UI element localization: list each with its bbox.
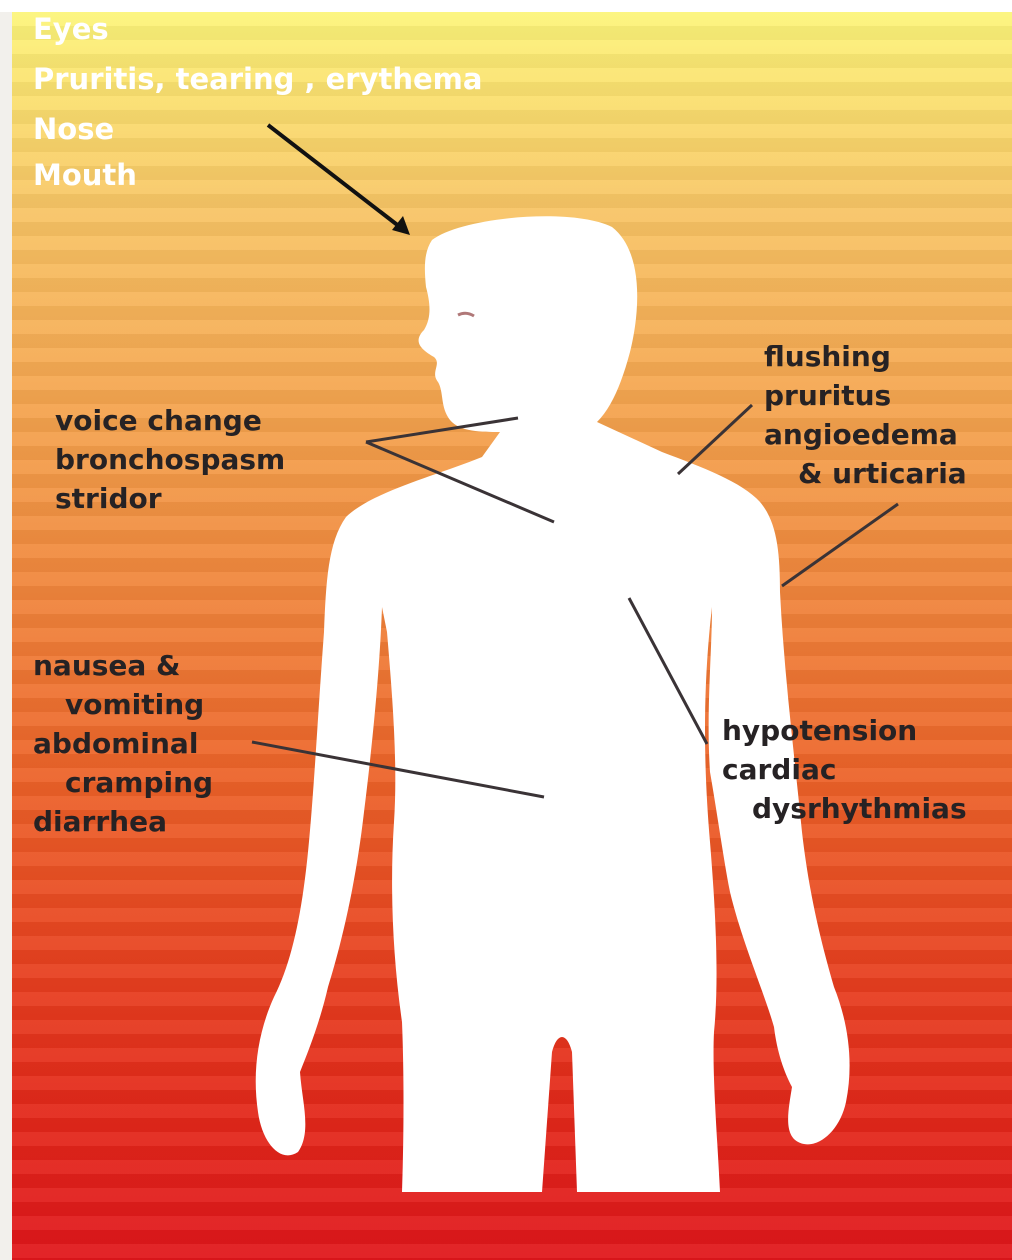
label-eye-symptoms: Pruritis, tearing , erythema [33,62,482,96]
gi-symptom: vomiting [33,685,213,724]
cardio-symptom: cardiac [722,750,967,789]
label-mouth: Mouth [33,158,137,192]
arrow-line [268,125,400,227]
label-nose: Nose [33,112,114,146]
leader-skin-shoulder [678,405,752,474]
skin-symptom: flushing [764,337,967,376]
gi-symptom: cramping [33,763,213,802]
airway-symptom: stridor [55,479,285,518]
skin-symptom: pruritus [764,376,967,415]
label-eyes: Eyes [33,12,109,46]
cardio-symptom: dysrhythmias [722,789,967,828]
human-silhouette [256,216,850,1192]
airway-symptom: voice change [55,401,285,440]
arrow-head [392,216,410,235]
top-margin [0,0,1012,12]
skin-symptom: & urticaria [764,454,967,493]
cardio-symptom: hypotension [722,711,967,750]
diagram-frame: Eyes Pruritis, tearing , erythema Nose M… [12,12,1012,1260]
gi-symptom: nausea & [33,646,213,685]
body-diagram [12,12,1012,1260]
gi-symptoms-label: nausea & vomiting abdominal cramping dia… [33,646,213,841]
skin-symptoms-label: flushing pruritus angioedema & urticaria [764,337,967,493]
skin-symptom: angioedema [764,415,967,454]
leader-skin-arm [782,504,898,586]
gi-symptom: diarrhea [33,802,213,841]
cardio-symptoms-label: hypotension cardiac dysrhythmias [722,711,967,828]
airway-symptom: bronchospasm [55,440,285,479]
gi-symptom: abdominal [33,724,213,763]
airway-symptoms-label: voice change bronchospasm stridor [55,401,285,518]
